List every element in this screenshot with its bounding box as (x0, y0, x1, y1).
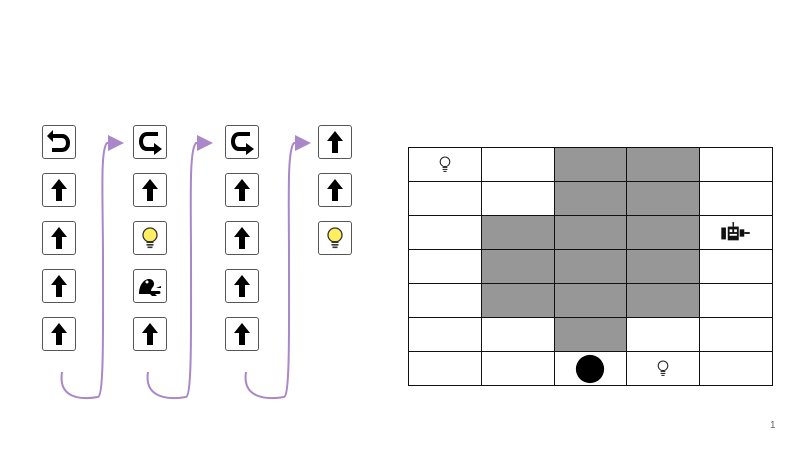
game-board (408, 147, 773, 386)
program-column-3 (225, 125, 261, 365)
program-card-forward-arrow[interactable] (225, 269, 259, 303)
board-row (408, 181, 773, 216)
board-cell[interactable] (408, 215, 482, 250)
board-cell[interactable] (408, 181, 482, 216)
board-cell[interactable] (480, 351, 555, 386)
board-cell[interactable] (480, 181, 555, 216)
board-cell[interactable] (408, 147, 482, 182)
board-cell[interactable] (699, 181, 773, 216)
program-card-forward-arrow[interactable] (225, 221, 259, 255)
board-cell[interactable] (480, 317, 555, 352)
board-cell-wall[interactable] (553, 181, 628, 216)
program-card-forward-arrow[interactable] (225, 173, 259, 207)
board-cell[interactable] (699, 283, 773, 318)
board-cell[interactable] (699, 351, 773, 386)
program-card-forward-arrow[interactable] (318, 173, 352, 207)
program-card-turn-left[interactable] (133, 125, 167, 159)
board-row (408, 147, 773, 182)
board-cell-wall[interactable] (626, 215, 701, 250)
program-card-forward-arrow[interactable] (318, 125, 352, 159)
program-card-forward-arrow[interactable] (225, 317, 259, 351)
board-cell[interactable] (408, 317, 482, 352)
board-cell[interactable] (699, 317, 773, 352)
board-cell[interactable] (626, 351, 701, 386)
board-cell[interactable] (699, 147, 773, 182)
board-cell[interactable] (408, 249, 482, 284)
program-column-4 (318, 125, 354, 269)
board-cell[interactable] (699, 249, 773, 284)
board-cell-wall[interactable] (626, 249, 701, 284)
board-cell-wall[interactable] (553, 317, 628, 352)
board-cell-wall[interactable] (480, 215, 555, 250)
board-cell-wall[interactable] (553, 249, 628, 284)
board-cell[interactable] (553, 351, 628, 386)
board-cell-wall[interactable] (553, 283, 628, 318)
board-cell-wall[interactable] (626, 147, 701, 182)
page-number: 1 (770, 420, 776, 431)
board-cell[interactable] (480, 147, 555, 182)
board-cell-wall[interactable] (480, 249, 555, 284)
program-card-forward-arrow[interactable] (42, 221, 76, 255)
program-column-1 (42, 125, 78, 365)
program-column-2 (133, 125, 169, 365)
board-cell-wall[interactable] (553, 215, 628, 250)
board-cell-wall[interactable] (626, 283, 701, 318)
board-cell[interactable] (408, 283, 482, 318)
board-row (408, 351, 773, 386)
program-card-light-bulb[interactable] (133, 221, 167, 255)
board-row (408, 215, 773, 250)
board-cell-wall[interactable] (480, 283, 555, 318)
program-card-turn-left[interactable] (225, 125, 259, 159)
program-card-forward-arrow[interactable] (42, 317, 76, 351)
board-cell-wall[interactable] (553, 147, 628, 182)
program-card-frog[interactable] (133, 269, 167, 303)
board-row (408, 283, 773, 318)
program-card-light-bulb[interactable] (318, 221, 352, 255)
board-cell[interactable] (408, 351, 482, 386)
program-card-forward-arrow[interactable] (133, 173, 167, 207)
board-row (408, 317, 773, 352)
board-cell[interactable] (626, 317, 701, 352)
board-row (408, 249, 773, 284)
program-card-forward-arrow[interactable] (133, 317, 167, 351)
board-cell[interactable] (699, 215, 773, 250)
program-card-turn-right[interactable] (42, 125, 76, 159)
program-card-forward-arrow[interactable] (42, 269, 76, 303)
program-card-forward-arrow[interactable] (42, 173, 76, 207)
board-cell-wall[interactable] (626, 181, 701, 216)
